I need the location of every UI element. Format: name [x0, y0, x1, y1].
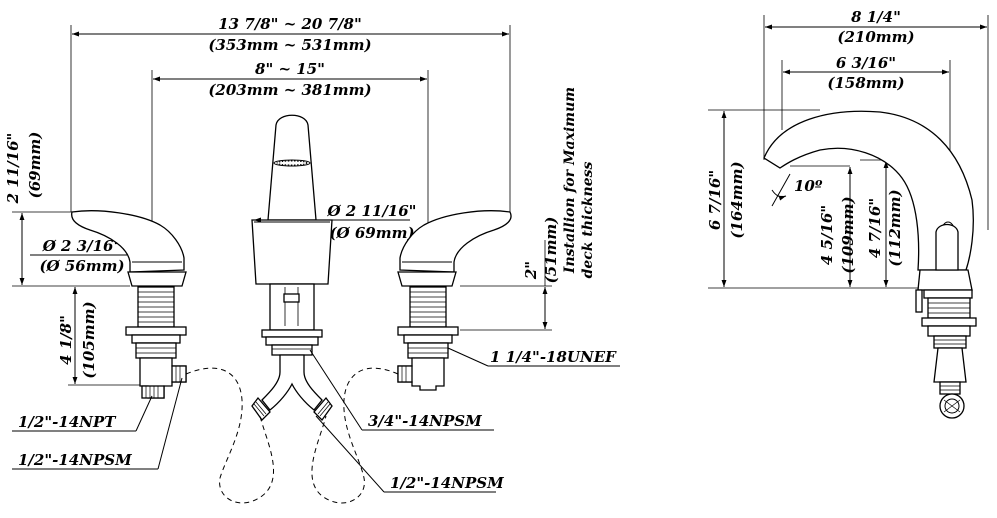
callout-npsm-12-bottom-label: 1/2"-14NPSM: [390, 474, 504, 492]
callout-npsm-12-bottom: 1/2"-14NPSM: [315, 415, 504, 493]
arc-height-imperial: 4 7/16": [866, 198, 884, 258]
spout-angle-label: 10º: [794, 177, 823, 195]
shank-length-dimension: 4 1/8" (105mm): [57, 287, 140, 386]
arc-height-metric: (112mm): [886, 189, 904, 266]
total-height-dimension: 6 7/16" (164mm): [706, 109, 920, 289]
reach-total-dimension: 8 1/4" (210mm): [763, 8, 989, 230]
reach-total-metric: (210mm): [837, 28, 914, 46]
outlet-height-imperial: 4 5/16": [818, 205, 836, 265]
overall-width-imperial: 13 7/8" ~ 20 7/8": [218, 15, 362, 33]
overall-width-dimension: 13 7/8" ~ 20 7/8" (353mm ~ 531mm): [70, 15, 511, 212]
spout-angle-dimension: 10º: [771, 173, 823, 207]
right-shank-threads: [410, 291, 446, 323]
handle-diameter-metric: (Ø 56mm): [39, 257, 124, 275]
total-height-metric: (164mm): [728, 161, 746, 238]
callout-npsm-34: 3/4"-14NPSM: [309, 349, 494, 431]
callout-unef: 1 1/4"-18UNEF: [447, 347, 620, 367]
deck-thickness-metric: (51mm): [542, 217, 560, 284]
handle-height-dimension: 2 11/16" (69mm): [4, 132, 130, 287]
center-spread-imperial: 8" ~ 15": [255, 60, 325, 78]
callout-npsm-12-left-label: 1/2"-14NPSM: [18, 451, 132, 469]
center-spread-metric: (203mm ~ 381mm): [208, 81, 371, 99]
reach-imperial: 6 3/16": [836, 54, 896, 72]
deck-thickness-imperial: 2": [522, 261, 540, 280]
right-handle: [397, 210, 512, 391]
left-shank-threads: [138, 291, 174, 323]
callout-npt-12-label: 1/2"-14NPT: [18, 413, 117, 431]
spout-diameter-metric: (Ø 69mm): [329, 224, 414, 242]
overall-width-metric: (353mm ~ 531mm): [208, 36, 371, 54]
supply-hoses: [185, 367, 399, 504]
deck-thickness-dimension: 2" (51mm) Installion for Maximum deck th…: [460, 87, 596, 331]
deck-thickness-note-1: Installion for Maximum: [562, 87, 578, 274]
outlet-height-metric: (109mm): [839, 196, 857, 273]
reach-total-imperial: 8 1/4": [851, 8, 901, 26]
callout-npsm-12-left: 1/2"-14NPSM: [12, 377, 183, 470]
left-handle: [71, 210, 187, 399]
shank-length-imperial: 4 1/8": [57, 315, 75, 365]
reach-metric: (158mm): [827, 74, 904, 92]
side-view: 8 1/4" (210mm) 6 3/16" (158mm) 6 7/16" (…: [706, 8, 989, 419]
front-view: 13 7/8" ~ 20 7/8" (353mm ~ 531mm) 8" ~ 1…: [4, 15, 620, 504]
handle-height-metric: (69mm): [26, 132, 44, 199]
spout-diameter-dimension: Ø 2 11/16" (Ø 69mm): [254, 202, 417, 242]
handle-diameter-imperial: Ø 2 3/16": [42, 237, 122, 255]
shank-length-metric: (105mm): [80, 301, 98, 378]
arc-height-dimension: 4 7/16" (112mm): [860, 159, 904, 287]
total-height-imperial: 6 7/16": [706, 170, 724, 230]
reach-dimension: 6 3/16" (158mm): [781, 54, 951, 190]
spout-side-body: [763, 110, 977, 419]
center-spout: [251, 114, 333, 422]
spout-diameter-imperial: Ø 2 11/16": [327, 202, 417, 220]
callout-unef-label: 1 1/4"-18UNEF: [490, 348, 617, 366]
callout-npsm-34-label: 3/4"-14NPSM: [368, 412, 482, 430]
center-spread-dimension: 8" ~ 15" (203mm ~ 381mm): [151, 60, 429, 240]
deck-thickness-note-2: deck thickness: [580, 161, 596, 278]
handle-height-imperial: 2 11/16": [4, 133, 22, 205]
outlet-height-dimension: 4 5/16" (109mm): [790, 165, 857, 287]
callout-npt-12: 1/2"-14NPT: [12, 395, 153, 432]
